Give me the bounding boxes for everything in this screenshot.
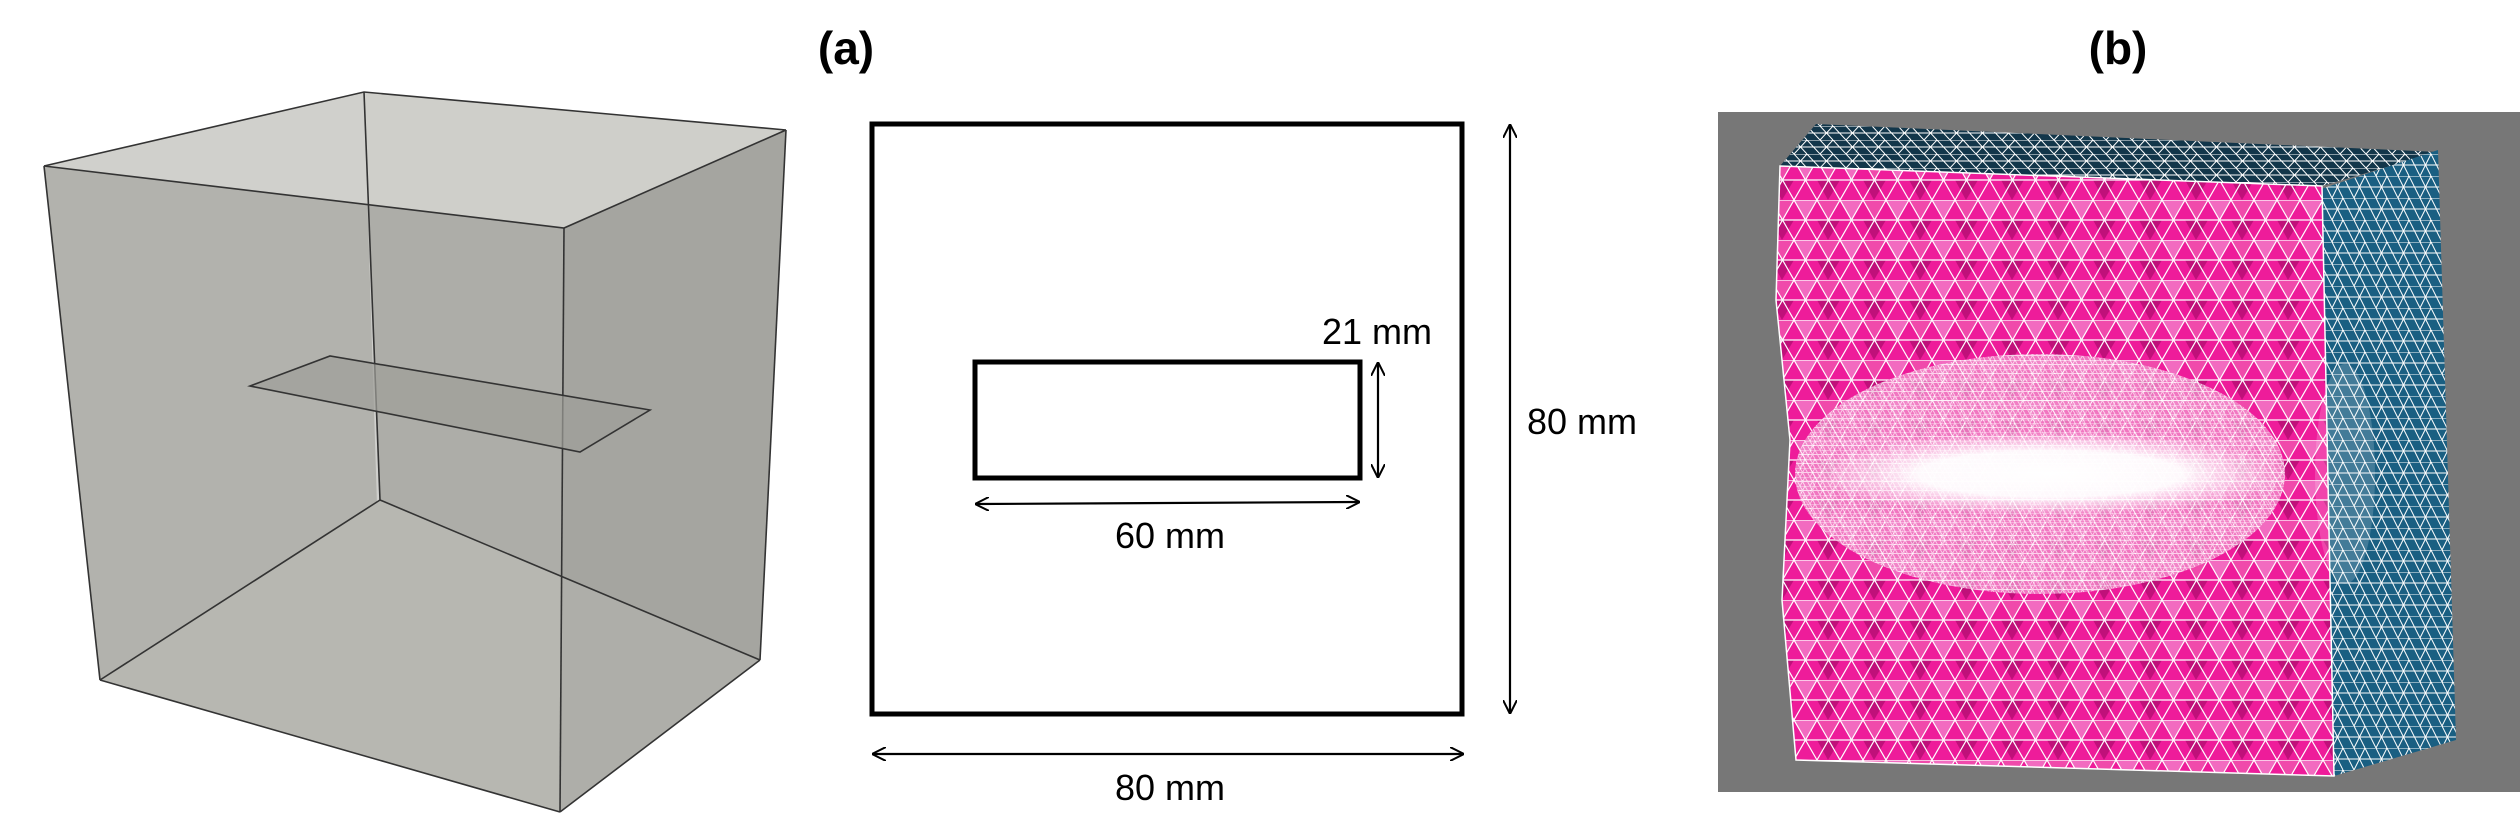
block-width-label: 80 mm <box>1115 767 1225 808</box>
crack-height-label: 21 mm <box>1322 311 1432 352</box>
cube-right-face <box>560 130 786 812</box>
crack-outline <box>972 359 1363 481</box>
panel-label-b: (b) <box>2089 22 2148 74</box>
cube-front-face <box>44 166 564 812</box>
crack-length-label: 60 mm <box>1115 515 1225 556</box>
cube-3d-view <box>43 91 787 813</box>
side-refinement-zone <box>2315 364 2375 584</box>
crack-length-arrow <box>977 502 1358 504</box>
crack-refined-mesh <box>1810 432 2290 516</box>
mesh-top-face <box>1780 124 2438 186</box>
block-outline <box>869 121 1465 717</box>
schematic-2d: (a) 80 mm 80 mm 60 mm 21 mm <box>818 22 1637 808</box>
cube-top-face <box>44 92 786 228</box>
block-height-label: 80 mm <box>1527 401 1637 442</box>
mesh-view: (b) <box>1718 22 2520 792</box>
panel-label-a: (a) <box>818 22 874 74</box>
mesh-side-face <box>2318 150 2456 776</box>
crack-plane <box>247 355 653 453</box>
cube-edges <box>43 91 787 813</box>
